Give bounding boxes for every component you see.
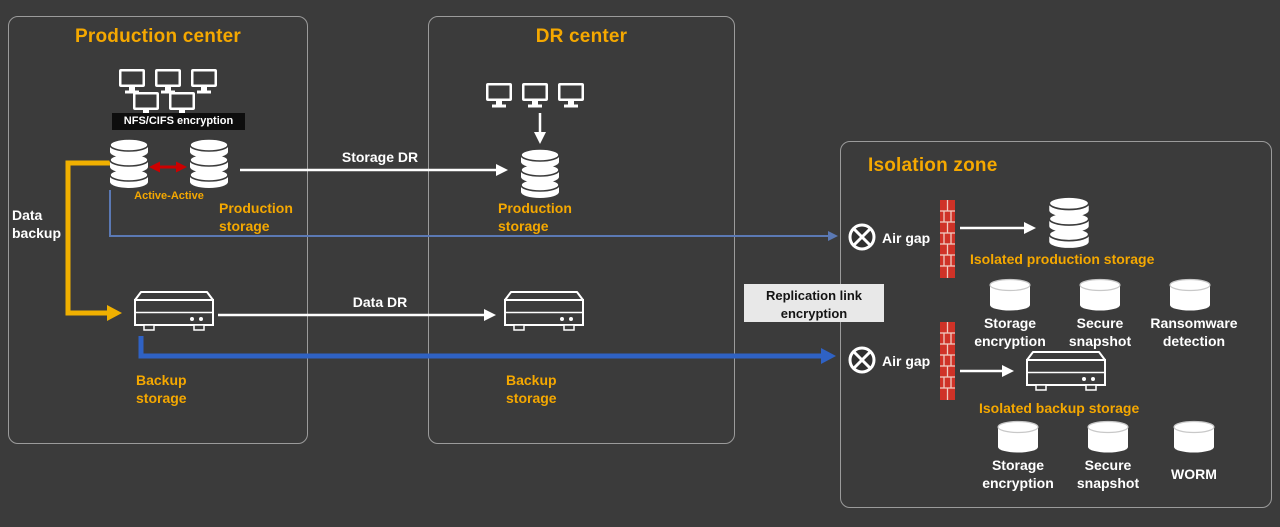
air-gap-bottom-label: Air gap [882,353,931,369]
storage-encryption-label: Storage encryption [982,457,1054,492]
dr-center-title: DR center [535,26,628,47]
storage-cylinder-icon [188,138,230,195]
isolated-production-storage-label: Isolated production storage [970,251,1155,267]
computer-icon [153,68,183,100]
computer-icon [117,68,147,100]
feature-cylinder-icon [988,278,1032,317]
dr-backup-storage-label: Backup storage [506,372,557,407]
feature-cylinder-icon [1172,420,1216,459]
computer-icon [167,91,197,123]
computer-icon [520,82,550,114]
feature-cylinder-icon [1078,278,1122,317]
secure-snapshot-label: Secure snapshot [1068,315,1132,350]
secure-snapshot-label: Secure snapshot [1076,457,1140,492]
computer-icon [189,68,219,100]
isolated-backup-storage-label: Isolated backup storage [979,400,1140,416]
backup-storage-label: Backup storage [136,372,187,407]
computer-icon [484,82,514,114]
storage-encryption-label: Storage encryption [974,315,1046,350]
firewall-icon [940,322,955,405]
storage-cylinder-icon [108,138,150,195]
worm-label: WORM [1171,466,1217,482]
replication-link-encryption-label: Replication link encryption [744,284,884,322]
nfs-cifs-encryption-label: NFS/CIFS encryption [112,113,245,130]
feature-cylinder-icon [996,420,1040,459]
isolation-zone-title: Isolation zone [868,155,998,176]
production-storage-label: Production storage [219,200,293,235]
backup-appliance-icon [132,289,216,342]
firewall-icon [940,200,955,283]
storage-cylinder-icon [519,148,561,205]
data-dr-label: Data DR [352,294,408,310]
dr-production-storage-label: Production storage [498,200,572,235]
air-gap-top-label: Air gap [882,230,931,246]
ransomware-detection-label: Ransomware detection [1150,315,1238,350]
air-gap-icon [846,344,878,381]
feature-cylinder-icon [1168,278,1212,317]
active-active-label: Active-Active [134,190,204,202]
feature-cylinder-icon [1086,420,1130,459]
production-center-title: Production center [75,26,241,47]
computer-icon [556,82,586,114]
backup-appliance-icon [1024,349,1108,402]
data-backup-label: Data backup [12,207,62,242]
storage-cylinder-icon [1047,196,1091,255]
storage-dr-label: Storage DR [341,149,419,165]
isolation-zone-box [840,141,1272,508]
backup-appliance-icon [502,289,586,342]
air-gap-icon [846,221,878,258]
